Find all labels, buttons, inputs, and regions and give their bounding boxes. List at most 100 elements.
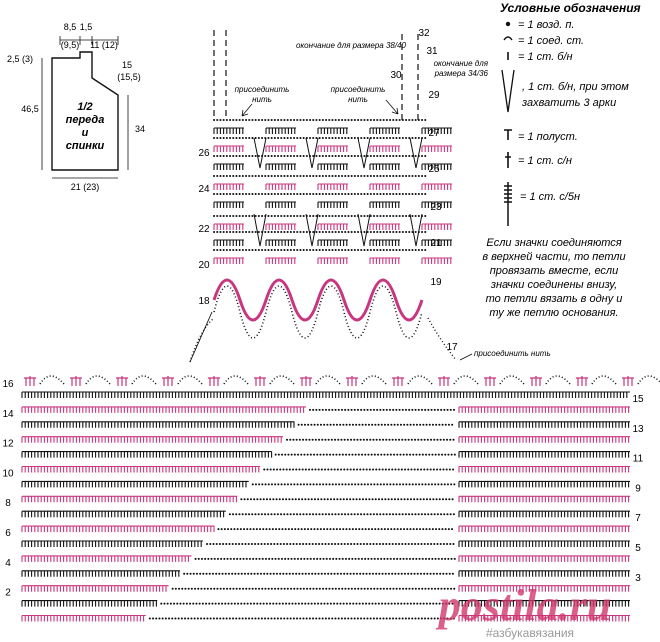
shell-group-row16 <box>208 376 220 386</box>
stitch-row-strap <box>317 239 348 246</box>
legend-item-3: = 1 ст. б/н <box>518 51 573 63</box>
shell-group-row16 <box>24 376 36 386</box>
stitch-row-strap <box>369 127 400 134</box>
stitch-row-strap <box>369 163 400 170</box>
chain-arc-row16 <box>131 375 157 385</box>
stitch-row-strap <box>369 183 400 190</box>
legend-note-5: то петли вязать в одну и <box>486 293 623 305</box>
stitch-row-lower-left <box>21 436 284 443</box>
stitch-row-strap <box>421 183 452 190</box>
stitch-row-strap <box>265 201 296 208</box>
row-label-lower-left: 16 <box>2 379 14 390</box>
stitch-row-strap <box>369 145 400 152</box>
row-label-strap-right: 25 <box>428 164 440 175</box>
watermark-sub: #азбукавязания <box>486 626 574 640</box>
shell-group-row16 <box>530 376 542 386</box>
dim-left-height: 46,5 <box>21 104 39 114</box>
stitch-row-strap <box>317 223 348 230</box>
stitch-row-lower-left <box>21 406 306 413</box>
stitch-row-strap <box>213 145 244 152</box>
stitch-row-lower-right <box>458 436 630 443</box>
row-label-lower-left: 8 <box>5 498 11 509</box>
shell-group-row16 <box>576 376 588 386</box>
row-label-strap-right: 31 <box>426 46 438 57</box>
garment-schematic: 1/2 переда и спинки 8,5 (9,5) 1,5 11 (12… <box>7 22 145 192</box>
lower-body-rows <box>21 375 660 622</box>
dim-right-top-b: (15,5) <box>117 72 141 82</box>
stitch-row-strap <box>213 201 244 208</box>
chain-arc-row16 <box>223 375 249 385</box>
dim-top-3: 11 (12) <box>90 40 118 50</box>
legend-note-1: Если значки соединяются <box>486 237 621 249</box>
stitch-row-strap <box>317 257 348 264</box>
row-label-strap-left: 22 <box>198 224 210 235</box>
row-label-strap-right: 29 <box>428 90 440 101</box>
annotations: окончание для размера 38/40 окончание дл… <box>189 41 551 363</box>
legend-item-5: = 1 полуст. <box>518 131 578 143</box>
stitch-row-strap <box>421 239 452 246</box>
note-join-17: присоединить нить <box>474 349 551 358</box>
note-join-left-1: присоединить <box>235 85 290 94</box>
note-end-38-40: окончание для размера 38/40 <box>296 41 407 50</box>
note-end-34-36-1: окончание для <box>434 59 489 68</box>
row-label-lower-right: 3 <box>635 573 641 584</box>
schematic-label-3: и <box>82 127 89 139</box>
t-icon <box>504 129 512 140</box>
schematic-label-2: переда <box>66 114 105 126</box>
stitch-row-strap <box>265 127 296 134</box>
stitch-row-lower-right <box>458 495 630 503</box>
chain-arc-row16 <box>269 375 295 385</box>
shell-group-row16 <box>484 376 496 386</box>
row-label-strap-right: 32 <box>418 28 430 39</box>
stitch-row-strap <box>421 257 452 264</box>
stitch-row-lower-right <box>458 451 630 458</box>
stitch-row-strap <box>369 201 400 208</box>
chain-arc-row16 <box>637 375 660 385</box>
stitch-row-lower-right <box>458 614 630 622</box>
stitch-row-strap <box>213 183 244 190</box>
stitch-row-lower <box>21 391 630 398</box>
row-label-lower-right: 13 <box>632 424 644 435</box>
arrow-18 <box>189 311 213 363</box>
stitch-row-strap <box>421 223 452 230</box>
stitch-row-lower-left <box>21 421 295 428</box>
v-stitch-strap <box>253 137 267 169</box>
row-number-labels: 1614121086421513119753262422201832313029… <box>2 28 644 599</box>
legend-item-4a: , 1 ст. б/н, при этом <box>522 81 629 93</box>
legend-item-2: = 1 соед. ст. <box>518 35 584 47</box>
legend-note-3: провязать вместе, если <box>490 265 619 277</box>
watermark-main: postila.ru <box>435 581 611 630</box>
shell-group-row16 <box>438 376 450 386</box>
row-label-lower-right: 9 <box>635 483 641 494</box>
stitch-row-lower-right <box>458 555 630 562</box>
note-end-34-36-2: размера 34/36 <box>434 69 489 78</box>
v-stitch-strap <box>357 137 371 169</box>
chain-arc-row16 <box>177 375 203 385</box>
stitch-row-lower-right <box>458 465 630 473</box>
stitch-row-strap <box>317 201 348 208</box>
dim-right-height: 34 <box>135 124 145 134</box>
scallop-row18 <box>212 278 424 322</box>
stitch-row-lower-right <box>458 421 630 428</box>
stitch-row-strap <box>265 163 296 170</box>
row-label-lower-left: 4 <box>5 558 11 569</box>
legend-note-6: ту же петлю основания. <box>489 307 618 319</box>
stitch-row-lower-right <box>458 480 630 488</box>
row-label-strap-right: 30 <box>390 70 402 81</box>
stitch-row-strap <box>421 127 452 134</box>
stitch-row-strap <box>265 223 296 230</box>
chain-row18 <box>213 285 423 339</box>
stitch-row-lower-right <box>458 525 630 533</box>
stitch-row-strap <box>421 201 452 208</box>
chain-arc-row16 <box>315 375 341 385</box>
row-label-lower-left: 12 <box>2 439 14 450</box>
chain-arc-row16 <box>361 375 387 385</box>
stitch-row-strap <box>265 145 296 152</box>
legend-item-7: = 1 ст. с/5н <box>520 191 580 203</box>
stitch-row-strap <box>213 127 244 134</box>
stitch-row-lower-left <box>21 465 261 473</box>
shell-group-row16 <box>392 376 404 386</box>
stitch-row-lower-right <box>458 570 630 577</box>
stitch-row-lower-left <box>21 600 158 607</box>
